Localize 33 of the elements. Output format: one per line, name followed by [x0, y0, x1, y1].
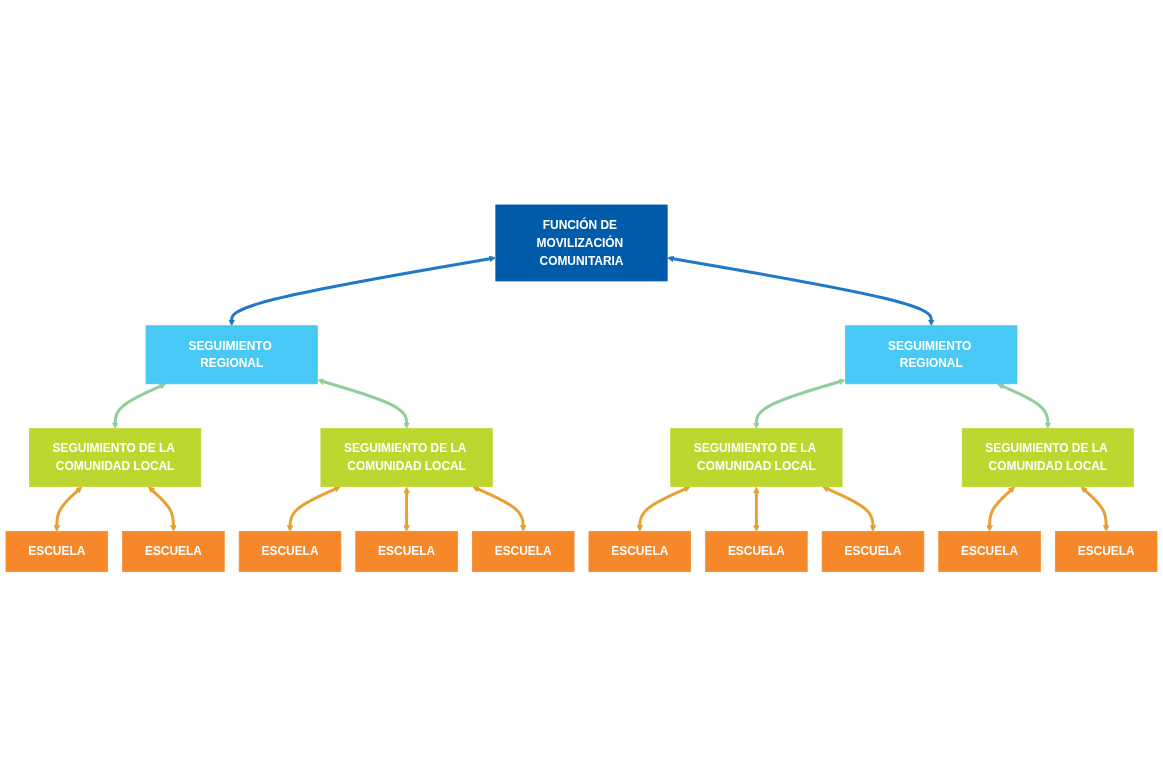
node-box: FUNCIÓN DE MOVILIZACIÓN COMUNITARIA	[495, 204, 668, 282]
node-box: SEGUIMIENTO DE LA COMUNIDAD LOCAL	[320, 427, 493, 487]
arrow	[986, 486, 1015, 532]
node-box: ESCUELA	[705, 530, 808, 572]
arrow	[472, 485, 527, 532]
node-box: SEGUIMIENTO DE LA COMUNIDAD LOCAL	[29, 427, 202, 487]
arrow	[636, 485, 691, 532]
node-box: SEGUIMIENTO DE LA COMUNIDAD LOCAL	[670, 427, 843, 487]
node-box: ESCUELA	[1054, 530, 1158, 572]
node-box: ESCUELA	[821, 530, 925, 572]
arrow	[667, 255, 935, 326]
node-box: ESCUELA	[238, 530, 342, 572]
arrow	[317, 378, 410, 429]
arrow	[753, 378, 846, 429]
arrow	[148, 486, 177, 532]
arrow	[403, 486, 410, 532]
node-box: ESCUELA	[355, 530, 458, 572]
node-box: ESCUELA	[938, 530, 1041, 572]
arrow	[997, 383, 1052, 429]
arrow	[111, 383, 166, 429]
node-box: ESCUELA	[5, 530, 109, 572]
node-box: ESCUELA	[472, 530, 575, 572]
arrow	[286, 485, 341, 532]
node-box: SEGUIMIENTO REGIONAL	[145, 325, 318, 384]
arrow	[1080, 486, 1110, 532]
node-box: ESCUELA	[122, 530, 225, 572]
node-box: SEGUIMIENTO DE LA COMUNIDAD LOCAL	[961, 427, 1134, 487]
arrow	[228, 255, 496, 326]
arrow	[53, 486, 83, 532]
arrow	[753, 486, 760, 532]
arrow	[822, 485, 877, 532]
node-box: SEGUIMIENTO REGIONAL	[845, 325, 1018, 384]
node-box: ESCUELA	[588, 530, 691, 572]
